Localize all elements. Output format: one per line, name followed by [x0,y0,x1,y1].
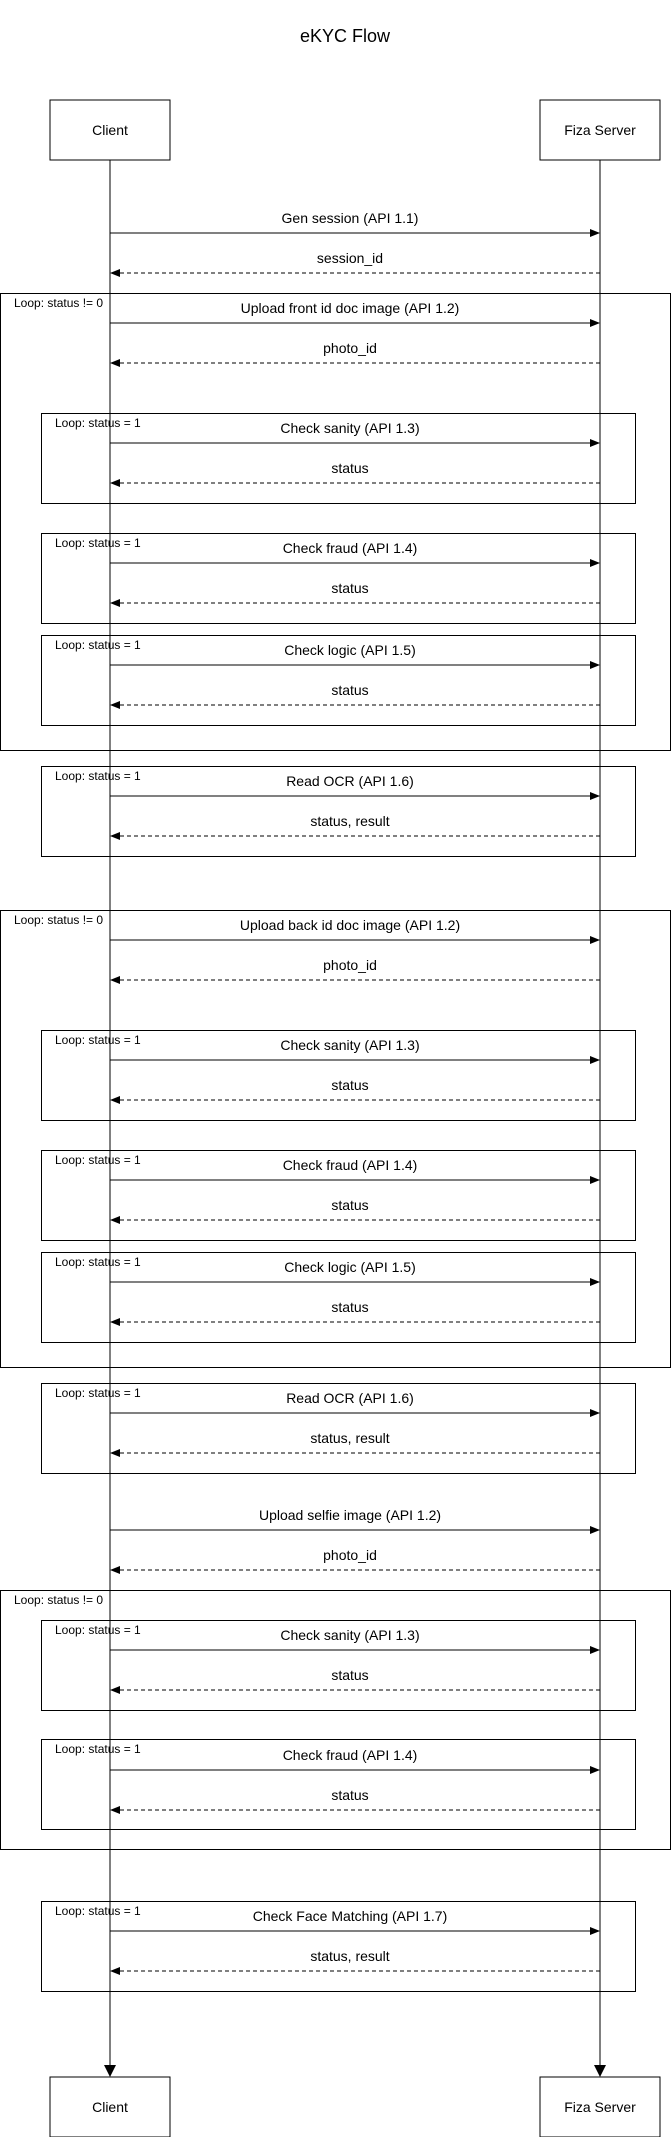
actor-client-top [49,99,171,161]
loop-frame [41,1739,636,1830]
loop-frames: Loop: status != 0 Loop: status = 1 Loop: s… [0,293,671,1992]
loop-frame [41,1030,636,1121]
loop-label: Loop: status = 1 [55,536,141,550]
loop-frame [41,413,636,504]
response-label: status [331,460,368,476]
response-label: photo_id [323,957,377,973]
response-label: photo_id [323,340,377,356]
loop-frame [41,1383,636,1474]
loop-label: Loop: status = 1 [55,1386,141,1400]
request-label: Check fraud (API 1.4) [283,1157,418,1173]
loop-label: Loop: status != 0 [14,913,103,927]
response-label: status, result [310,813,389,829]
loop-label: Loop: status != 0 [14,1593,103,1607]
loop-frame [41,766,636,857]
loop-label: Loop: status = 1 [55,1033,141,1047]
request-label: Check logic (API 1.5) [284,1259,416,1275]
response-label: session_id [317,250,383,266]
response-label: status [331,580,368,596]
actor-server-top-label: Fiza Server [564,122,636,138]
actor-client-bottom-label: Client [92,2099,128,2115]
loop-label: Loop: status = 1 [55,1904,141,1918]
request-label: Gen session (API 1.1) [282,210,419,226]
response-label: status, result [310,1948,389,1964]
request-label: Upload back id doc image (API 1.2) [240,917,460,933]
loop-label: Loop: status = 1 [55,1255,141,1269]
loop-label: Loop: status = 1 [55,416,141,430]
request-label: Check fraud (API 1.4) [283,1747,418,1763]
request-label: Read OCR (API 1.6) [286,1390,414,1406]
diagram-title: eKYC Flow [300,26,391,46]
loop-frame [41,1252,636,1343]
loop-frame [41,1150,636,1241]
loop-label: Loop: status = 1 [55,769,141,783]
response-label: status [331,1077,368,1093]
request-label: Check sanity (API 1.3) [280,1037,419,1053]
request-label: Upload selfie image (API 1.2) [259,1507,441,1523]
request-label: Check logic (API 1.5) [284,642,416,658]
actor-server-top [539,99,661,161]
response-label: status [331,1197,368,1213]
response-label: status [331,1299,368,1315]
response-label: status [331,1787,368,1803]
loop-frame [41,1620,636,1711]
server-lifeline-arrowhead [594,2065,606,2077]
request-label: Read OCR (API 1.6) [286,773,414,789]
loop-label: Loop: status != 0 [14,296,103,310]
response-label: status [331,682,368,698]
request-label: Check sanity (API 1.3) [280,1627,419,1643]
request-label: Check Face Matching (API 1.7) [253,1908,448,1924]
response-label: status, result [310,1430,389,1446]
request-label: Check sanity (API 1.3) [280,420,419,436]
actor-server-bottom-label: Fiza Server [564,2099,636,2115]
actor-client-bottom [49,2076,171,2137]
actor-client-top-label: Client [92,122,128,138]
request-label: Upload front id doc image (API 1.2) [241,300,460,316]
loop-label: Loop: status = 1 [55,1153,141,1167]
loop-label: Loop: status = 1 [55,638,141,652]
loop-frame [41,1901,636,1992]
loop-frame [41,635,636,726]
request-label: Check fraud (API 1.4) [283,540,418,556]
response-label: photo_id [323,1547,377,1563]
loop-label: Loop: status = 1 [55,1742,141,1756]
loop-frame [41,533,636,624]
client-lifeline-arrowhead [104,2065,116,2077]
response-label: status [331,1667,368,1683]
loop-label: Loop: status = 1 [55,1623,141,1637]
actor-server-bottom [539,2076,661,2137]
